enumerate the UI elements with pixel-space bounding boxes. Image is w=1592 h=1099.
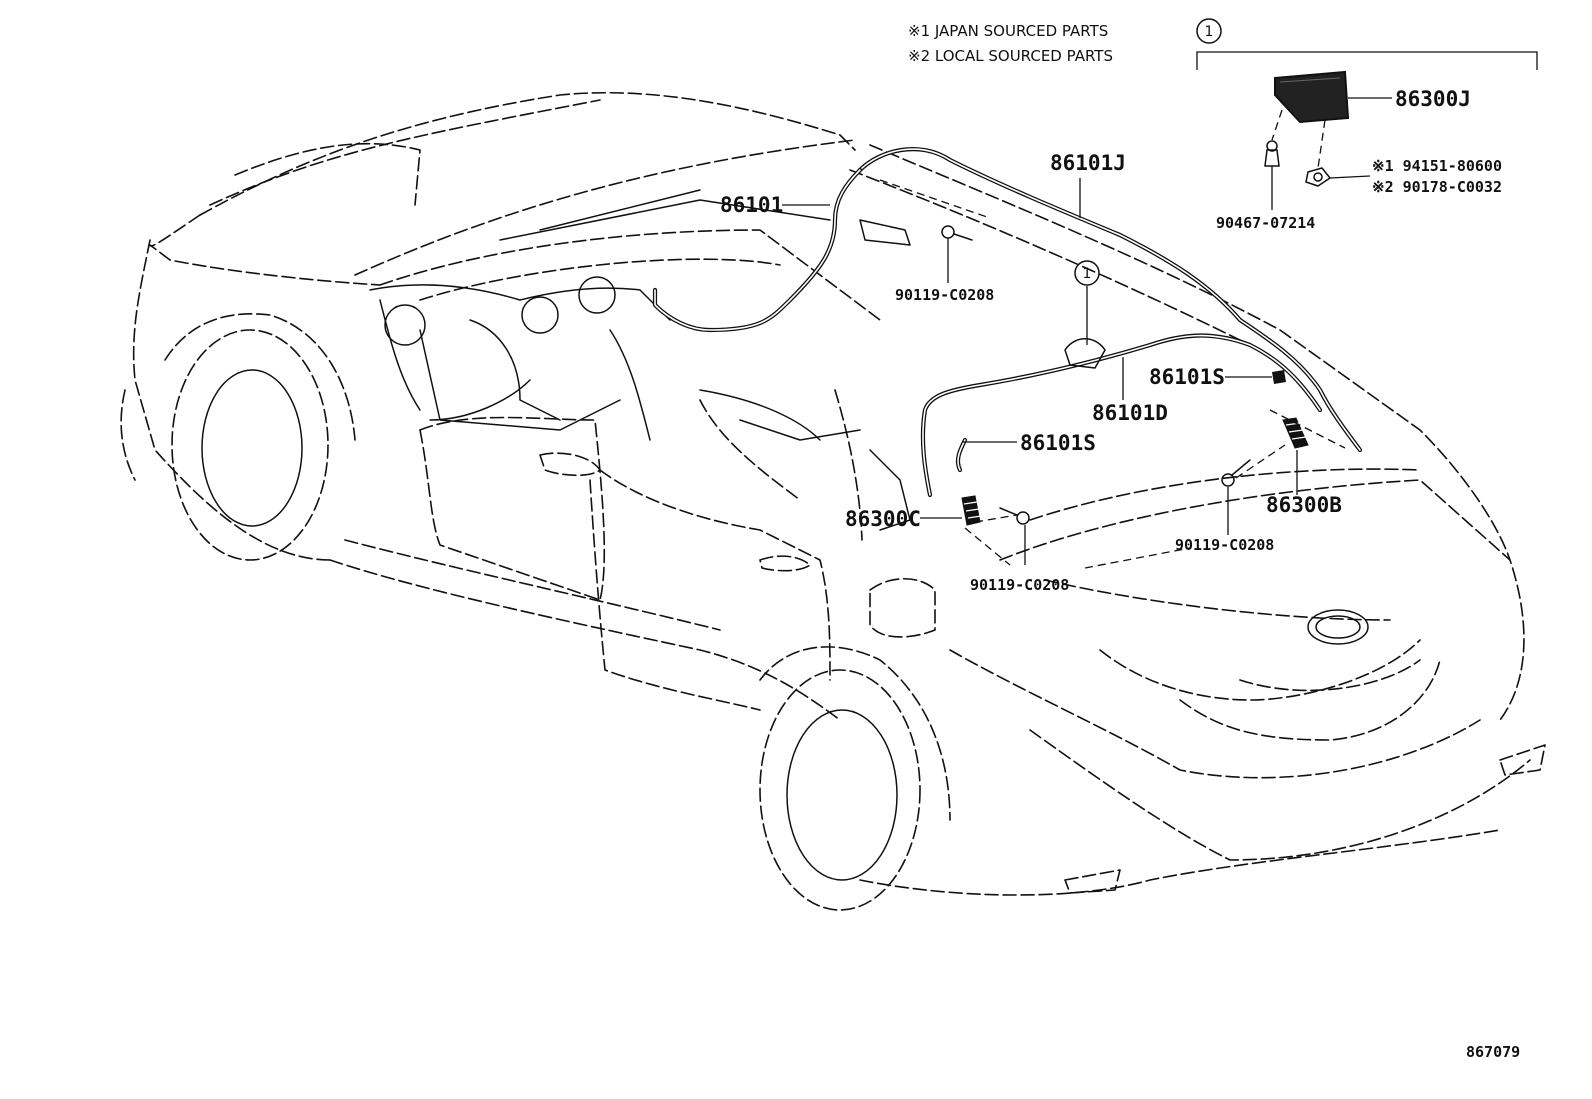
label-90467-07214: 90467-07214 — [1216, 214, 1315, 232]
rear-wheel — [759, 646, 951, 911]
label-86101J: 86101J — [1050, 151, 1126, 175]
label-86101: 86101 — [720, 193, 783, 217]
screw-90119-top-icon — [941, 225, 973, 241]
car-body-outline — [120, 91, 1546, 896]
label-86300B: 86300B — [1266, 493, 1342, 517]
antenna-cable-86101D — [920, 333, 1323, 498]
roof-antenna-base — [1064, 338, 1106, 369]
note-local-sourced: ※2 LOCAL SOURCED PARTS — [908, 47, 1113, 65]
label-90119-C0208-top: 90119-C0208 — [895, 286, 994, 304]
clip-90467-icon — [1264, 140, 1280, 167]
antenna-cable-86101J — [857, 147, 1363, 453]
callout-marker-1-top-label: 1 — [1205, 24, 1214, 40]
front-wheel — [164, 313, 356, 561]
label-90119-C0208-bottom: 90119-C0208 — [970, 576, 1069, 594]
screw-90119-bottom-icon — [999, 507, 1030, 525]
filter-86300B-icon — [1282, 417, 1309, 449]
callout-marker-1-top: 1 — [1196, 18, 1222, 44]
antenna-cable-86101 — [652, 167, 863, 333]
label-86300J: 86300J — [1395, 87, 1471, 111]
label-86101S-left: 86101S — [1020, 431, 1096, 455]
label-90178-C0032: ※2 90178-C0032 — [1372, 178, 1502, 196]
amplifier-86300J-icon — [1274, 70, 1350, 124]
screw-90119-right-icon — [1221, 459, 1251, 487]
callout-marker-1-diagram: 1 — [1074, 260, 1100, 286]
label-94151-80600: ※1 94151-80600 — [1372, 157, 1502, 175]
antenna-cable-86101S-left — [955, 437, 968, 473]
label-86101D: 86101D — [1092, 401, 1168, 425]
label-90119-C0208-right: 90119-C0208 — [1175, 536, 1274, 554]
figure-number: 867079 — [1466, 1043, 1520, 1061]
filter-86300C-icon — [961, 495, 982, 526]
label-86300C: 86300C — [845, 507, 921, 531]
callout-marker-1-diagram-label: 1 — [1083, 266, 1092, 282]
connector-86101S-right-icon — [1272, 370, 1286, 384]
nut-94151-icon — [1305, 167, 1331, 187]
label-86101S-right: 86101S — [1149, 365, 1225, 389]
interior-detail — [369, 189, 911, 531]
note-japan-sourced: ※1 JAPAN SOURCED PARTS — [908, 22, 1108, 40]
leader-lines — [782, 51, 1538, 569]
